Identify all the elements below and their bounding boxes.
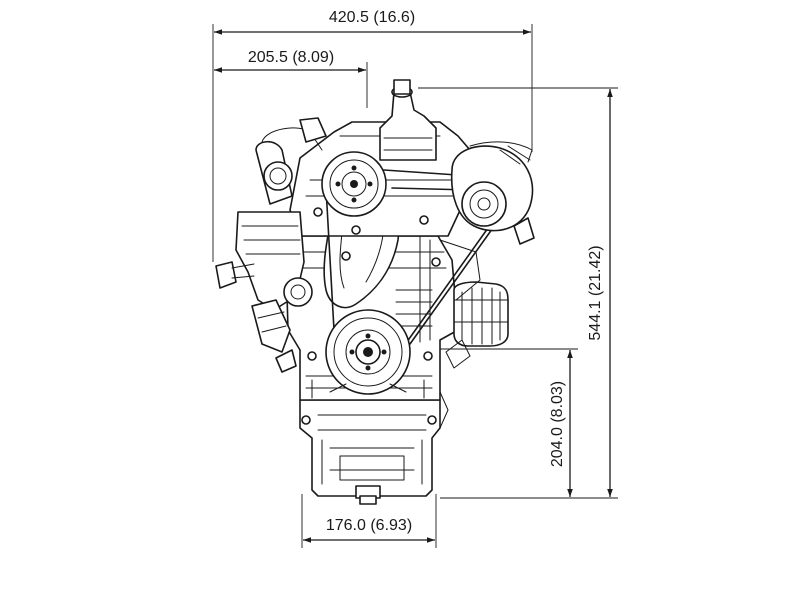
fan-pulley (321, 151, 387, 217)
oil-pan (299, 399, 441, 505)
crank-offset-label: 205.5 (8.09) (248, 49, 334, 66)
oil-filter (453, 281, 509, 347)
alternator (450, 141, 535, 245)
engine-outline (215, 79, 535, 505)
crank-height-label: 204.0 (8.03) (549, 381, 566, 467)
dimension-lines (212, 24, 618, 548)
right-brackets (439, 239, 481, 429)
bolts (301, 207, 441, 425)
fan-belt (325, 169, 501, 347)
sump-width-label: 176.0 (6.93) (326, 517, 412, 534)
left-accessories (215, 117, 327, 373)
overall-width-label: 420.5 (16.6) (329, 9, 415, 26)
thermostat-housing (379, 79, 437, 161)
overall-height-label: 544.1 (21.42) (587, 245, 604, 340)
crankshaft-pulley (325, 309, 411, 395)
